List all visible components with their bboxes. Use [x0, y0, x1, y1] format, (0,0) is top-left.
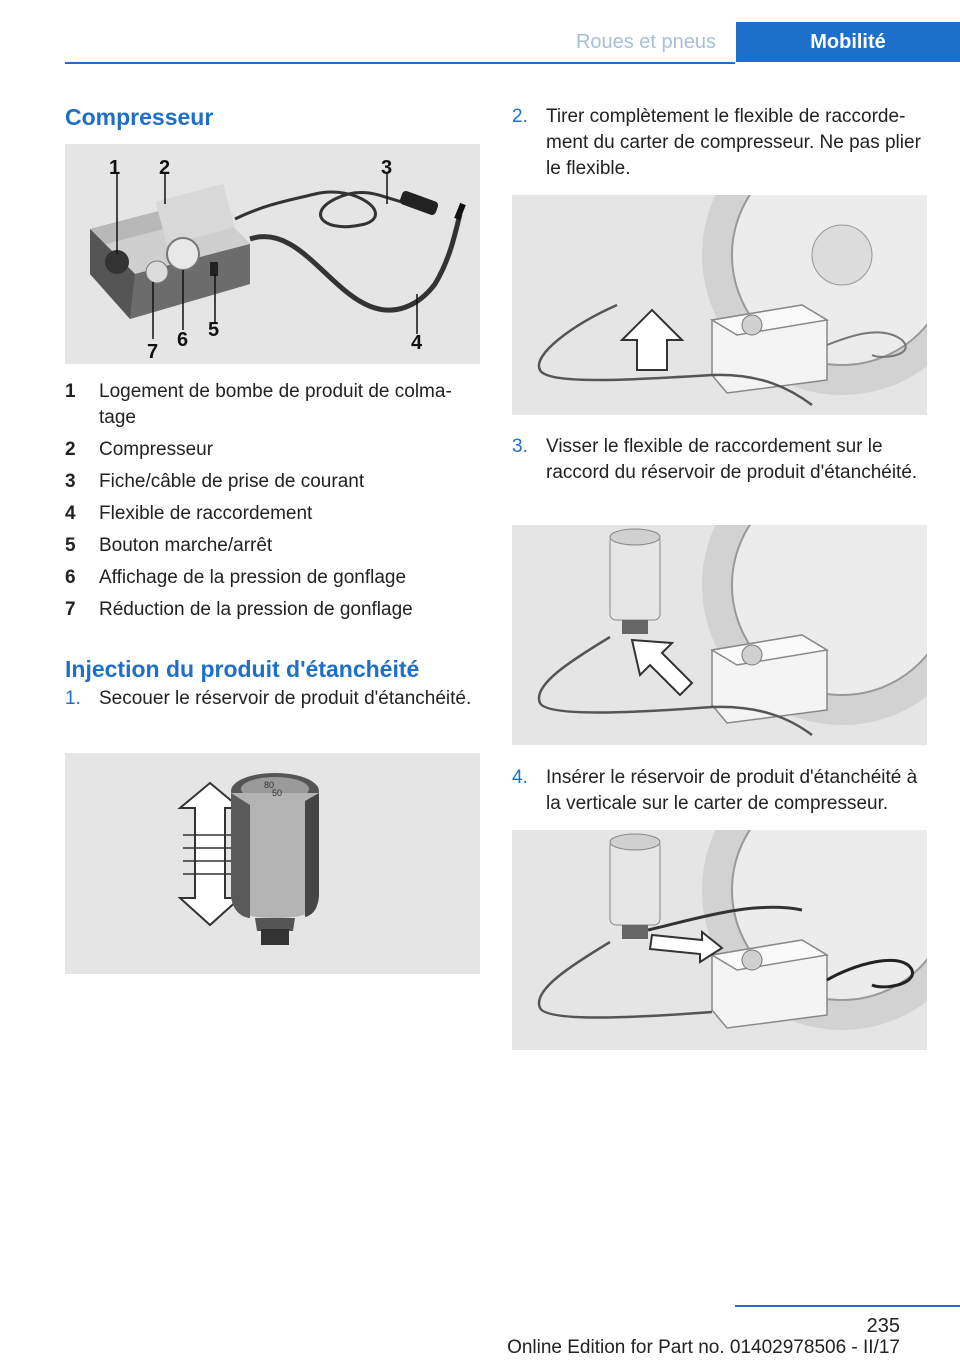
gauge-label-80: 80: [264, 780, 274, 790]
compressor-parts-list: 1 Logement de bombe de produit de colma­t…: [65, 379, 480, 629]
step-number: 3.: [512, 436, 528, 457]
callout-6: 6: [177, 329, 188, 351]
list-item: 5 Bouton marche/arrêt: [65, 533, 480, 559]
header-rule: [65, 62, 735, 64]
item-text: Fiche/câble de prise de courant: [99, 471, 365, 492]
step-1: 1. Secouer le réservoir de produit d'éta…: [65, 686, 480, 712]
list-item: 3 Fiche/câble de prise de courant: [65, 469, 480, 495]
item-number: 4: [65, 503, 76, 524]
step-number: 2.: [512, 106, 528, 127]
callout-4: 4: [411, 332, 423, 354]
item-text: Bouton marche/arrêt: [99, 535, 273, 556]
page-number: 235: [866, 1315, 900, 1337]
header-tab-mobilite[interactable]: Mobilité: [736, 22, 960, 62]
callout-2: 2: [159, 157, 170, 179]
list-item: 2 Compresseur: [65, 437, 480, 463]
step-3: 3. Visser le flexible de raccordement su…: [512, 434, 927, 486]
list-item: 1 Logement de bombe de produit de colma­t…: [65, 379, 480, 431]
item-number: 7: [65, 599, 76, 620]
item-number: 1: [65, 381, 76, 402]
item-number: 2: [65, 439, 76, 460]
step-2: 2. Tirer complètement le flexible de rac…: [512, 104, 927, 182]
list-item: 6 Affichage de la pression de gonflage: [65, 565, 480, 591]
footer-rule: [735, 1305, 960, 1307]
step-text: Visser le flexible de raccordement sur l…: [546, 436, 918, 483]
edition-note: Online Edition for Part no. 01402978506 …: [507, 1337, 900, 1358]
item-number: 3: [65, 471, 76, 492]
section-title-injection: Injection du produit d'étanchéité: [65, 656, 420, 682]
item-number: 6: [65, 567, 76, 588]
compressor-figure: 1 2 3 4 5 6 7: [65, 144, 480, 364]
step-text: Insérer le réservoir de produit d'étanch…: [546, 767, 918, 814]
list-item: 4 Flexible de raccordement: [65, 501, 480, 527]
step-number: 1.: [65, 688, 81, 709]
screw-hose-figure: [512, 525, 927, 745]
item-text: Flexible de raccordement: [99, 503, 313, 524]
step-number: 4.: [512, 767, 528, 788]
shake-canister-figure: 80 50: [65, 753, 480, 974]
insert-canister-figure: [512, 830, 927, 1050]
item-text: Réduction de la pression de gonflage: [99, 599, 413, 620]
step-text: Tirer complètement le flexible de raccor…: [546, 106, 921, 179]
item-text: Compresseur: [99, 439, 214, 460]
page-header: Roues et pneus Mobilité: [0, 22, 960, 64]
step-text: Secouer le réservoir de produit d'étan­c…: [99, 688, 472, 709]
list-item: 7 Réduction de la pression de gonflage: [65, 597, 480, 623]
section-title-compresseur: Compresseur: [65, 104, 214, 130]
item-number: 5: [65, 535, 76, 556]
callout-3: 3: [381, 157, 392, 179]
item-text: Logement de bombe de produit de colma­ta…: [99, 381, 452, 428]
item-text: Affichage de la pression de gonflage: [99, 567, 407, 588]
callout-5: 5: [208, 319, 219, 341]
header-tab-roues-et-pneus[interactable]: Roues et pneus: [575, 31, 717, 53]
pull-hose-figure: [512, 195, 927, 415]
callout-7: 7: [147, 341, 158, 363]
gauge-label-50: 50: [272, 788, 282, 798]
callout-1: 1: [109, 157, 120, 179]
step-4: 4. Insérer le réservoir de produit d'éta…: [512, 765, 927, 817]
